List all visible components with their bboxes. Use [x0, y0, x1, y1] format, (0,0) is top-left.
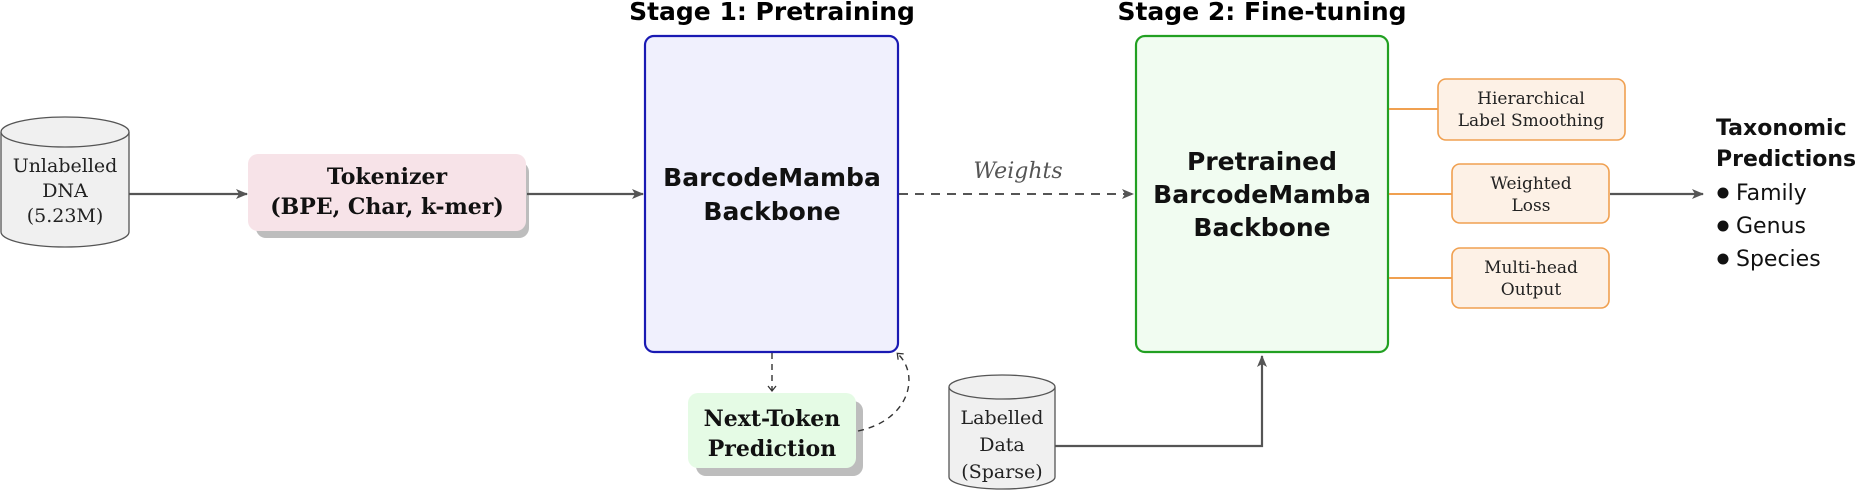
unlabelled-dna-label-line-2: DNA [42, 180, 88, 202]
prediction-item-family: Family [1736, 181, 1807, 206]
next-token-label-line-1: Next-Token [704, 406, 841, 432]
multi-head-output-line-1: Multi-head [1484, 258, 1578, 278]
arrow-labelled-data-to-backbone [1055, 355, 1267, 448]
next-token-label-line-2: Prediction [708, 436, 836, 462]
predictions-title-line-2: Predictions [1716, 147, 1855, 172]
hierarchical-label-line-2: Label Smoothing [1458, 111, 1605, 131]
weighted-loss-box: Weighted Loss [1451, 163, 1610, 224]
pretrained-backbone-line-3: Backbone [1193, 213, 1330, 242]
bullet-icon [1717, 187, 1729, 199]
bullet-icon [1717, 253, 1729, 265]
stage1-title: Stage 1: Pretraining [629, 0, 915, 26]
labelled-data-cylinder: Labelled Data (Sparse) [948, 374, 1056, 490]
predictions-title-line-1: Taxonomic [1716, 116, 1847, 141]
backbone-label-line-1: BarcodeMamba [663, 163, 881, 192]
weighted-loss-line-2: Loss [1512, 196, 1551, 216]
multi-head-output-line-2: Output [1501, 280, 1562, 300]
unlabelled-dna-label-line-1: Unlabelled [13, 155, 118, 177]
weights-label: Weights [973, 159, 1062, 184]
dashed-loop-next-token-to-backbone [857, 352, 910, 432]
backbone-label-line-2: Backbone [703, 197, 840, 226]
prediction-item-species: Species [1736, 247, 1821, 272]
multi-head-output-box: Multi-head Output [1451, 247, 1610, 309]
labelled-data-line-3: (Sparse) [961, 461, 1042, 483]
pretrained-backbone-line-1: Pretrained [1187, 147, 1337, 176]
labelled-data-line-1: Labelled [961, 407, 1044, 429]
hierarchical-label-smoothing-box: Hierarchical Label Smoothing [1437, 78, 1626, 141]
unlabelled-dna-cylinder: Unlabelled DNA (5.23M) [0, 116, 130, 248]
stage2-title: Stage 2: Fine-tuning [1117, 0, 1406, 26]
barcodemamba-backbone-box: BarcodeMamba Backbone [643, 34, 900, 354]
hierarchical-label-line-1: Hierarchical [1477, 89, 1585, 109]
tokenizer-title: Tokenizer [327, 164, 448, 190]
unlabelled-dna-label-line-3: (5.23M) [27, 205, 104, 227]
taxonomic-predictions: Taxonomic Predictions Family Genus Speci… [1716, 116, 1855, 272]
next-token-prediction-box: Next-Token Prediction [688, 393, 863, 476]
tokenizer-box: Tokenizer (BPE, Char, k-mer) [248, 154, 529, 238]
pretrained-backbone-line-2: BarcodeMamba [1153, 180, 1371, 209]
prediction-item-genus: Genus [1736, 214, 1806, 239]
labelled-data-line-2: Data [979, 434, 1025, 456]
bullet-icon [1717, 220, 1729, 232]
pretrained-backbone-box: Pretrained BarcodeMamba Backbone [1134, 34, 1390, 354]
tokenizer-methods: (BPE, Char, k-mer) [270, 194, 503, 220]
weighted-loss-line-1: Weighted [1490, 174, 1571, 194]
